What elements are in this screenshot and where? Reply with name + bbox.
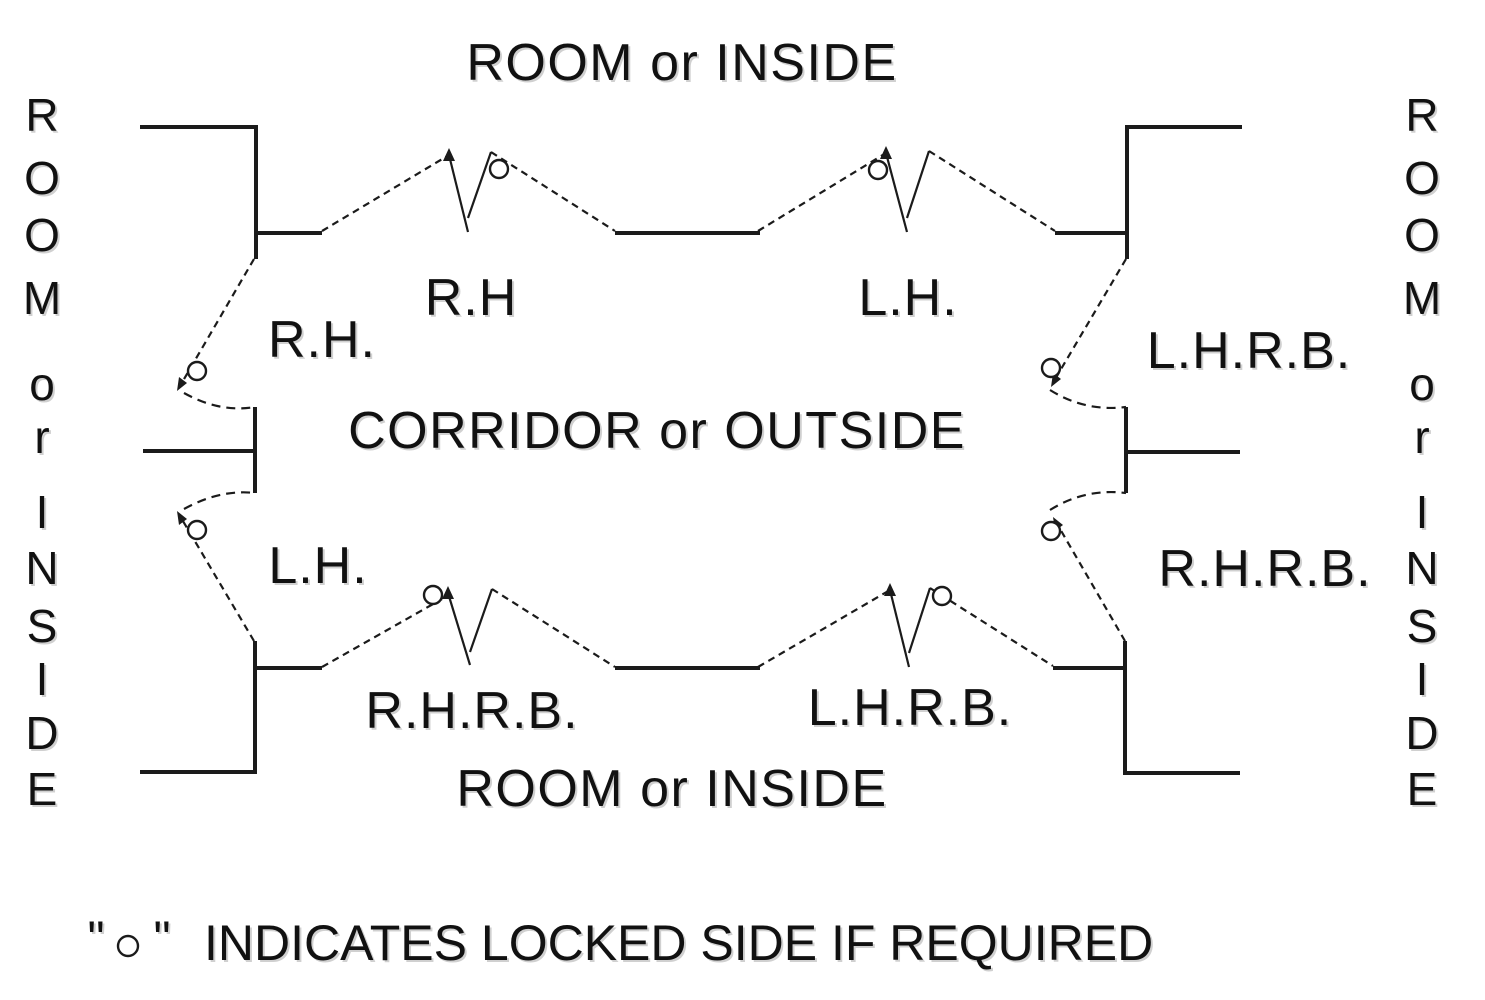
label-door-bottom-wall-right: L.H.R.B. <box>808 679 1013 737</box>
wall-lines <box>140 125 1242 775</box>
door-labels: R.H R.H. L.H. L.H.R.B. L.H. R.H.R.B. R.H… <box>268 269 1371 740</box>
door-arrow <box>880 146 892 159</box>
label-corridor-or-outside: CORRIDOR or OUTSIDE <box>348 402 966 460</box>
legend-open-quote: " <box>87 913 104 966</box>
label-top-room-or-inside: ROOM or INSIDE <box>466 34 897 92</box>
vertical-letter: O <box>1404 152 1440 204</box>
region-labels: ROOM or INSIDE CORRIDOR or OUTSIDE ROOM … <box>348 34 966 818</box>
door-arrow <box>177 377 187 391</box>
door-swing-top-wall-left <box>321 148 616 233</box>
door-swing-right-wall-bottom <box>1049 490 1127 642</box>
label-door-right-wall-top: L.H.R.B. <box>1147 322 1352 380</box>
door-swing-bottom-wall-left <box>321 586 616 668</box>
vertical-letter: N <box>25 542 58 594</box>
locked-side-circle <box>931 585 953 607</box>
vertical-letter: R <box>1405 89 1438 141</box>
door-swing-right-wall-top <box>1049 258 1127 410</box>
locked-side-circle <box>488 158 510 180</box>
vertical-letter: I <box>1416 653 1429 705</box>
label-door-top-wall-right: L.H. <box>858 269 957 327</box>
vertical-letter: S <box>1407 600 1438 652</box>
vertical-letter: S <box>27 600 58 652</box>
door-arrow <box>177 511 187 525</box>
vertical-letter: E <box>27 763 58 815</box>
door-arrow <box>442 586 454 599</box>
legend-text: INDICATES LOCKED SIDE IF REQUIRED <box>204 915 1153 971</box>
vertical-letter: O <box>1404 209 1440 261</box>
door-swing-left-wall-top <box>177 258 256 410</box>
vertical-letter: r <box>1414 411 1429 463</box>
vertical-letter: R <box>25 89 58 141</box>
label-door-right-wall-bottom: R.H.R.B. <box>1158 540 1371 598</box>
vertical-letter: I <box>36 653 49 705</box>
door-swing-left-wall-bottom <box>177 491 256 642</box>
locked-side-circle <box>186 360 208 382</box>
door-swing-top-wall-right <box>757 146 1056 233</box>
vertical-letter: M <box>1403 272 1441 324</box>
locked-side-circle <box>1040 520 1062 542</box>
locked-side-circle <box>1040 357 1062 379</box>
locked-side-circle <box>422 584 444 606</box>
locked-side-circle <box>186 519 208 541</box>
vertical-letter: M <box>23 272 61 324</box>
vertical-letter: D <box>25 707 58 759</box>
locked-side-circle <box>867 159 889 181</box>
vertical-letter: O <box>24 152 60 204</box>
label-bottom-room-or-inside: ROOM or INSIDE <box>456 760 887 818</box>
vertical-letter: E <box>1407 763 1438 815</box>
label-door-top-wall-left: R.H <box>425 269 518 327</box>
door-swing-bottom-wall-right <box>757 583 1054 668</box>
locked-side-markers <box>186 158 1062 607</box>
legend-close-quote: " <box>153 913 170 966</box>
vertical-letter: O <box>24 209 60 261</box>
door-arrow <box>443 148 455 161</box>
legend-locked-circle-icon <box>116 934 140 958</box>
label-door-bottom-wall-left: R.H.R.B. <box>365 682 578 740</box>
door-arrow <box>884 583 896 596</box>
vertical-letter: I <box>36 486 49 538</box>
vertical-letter: o <box>29 358 55 410</box>
vertical-letter: D <box>1405 707 1438 759</box>
vertical-letter: N <box>1405 542 1438 594</box>
label-door-left-wall-bottom: L.H. <box>268 537 367 595</box>
vertical-letter: I <box>1416 486 1429 538</box>
label-door-left-wall-top: R.H. <box>268 311 376 369</box>
legend: " " INDICATES LOCKED SIDE IF REQUIRED <box>87 913 1153 971</box>
vertical-letter: o <box>1409 358 1435 410</box>
vertical-letter: r <box>34 411 49 463</box>
